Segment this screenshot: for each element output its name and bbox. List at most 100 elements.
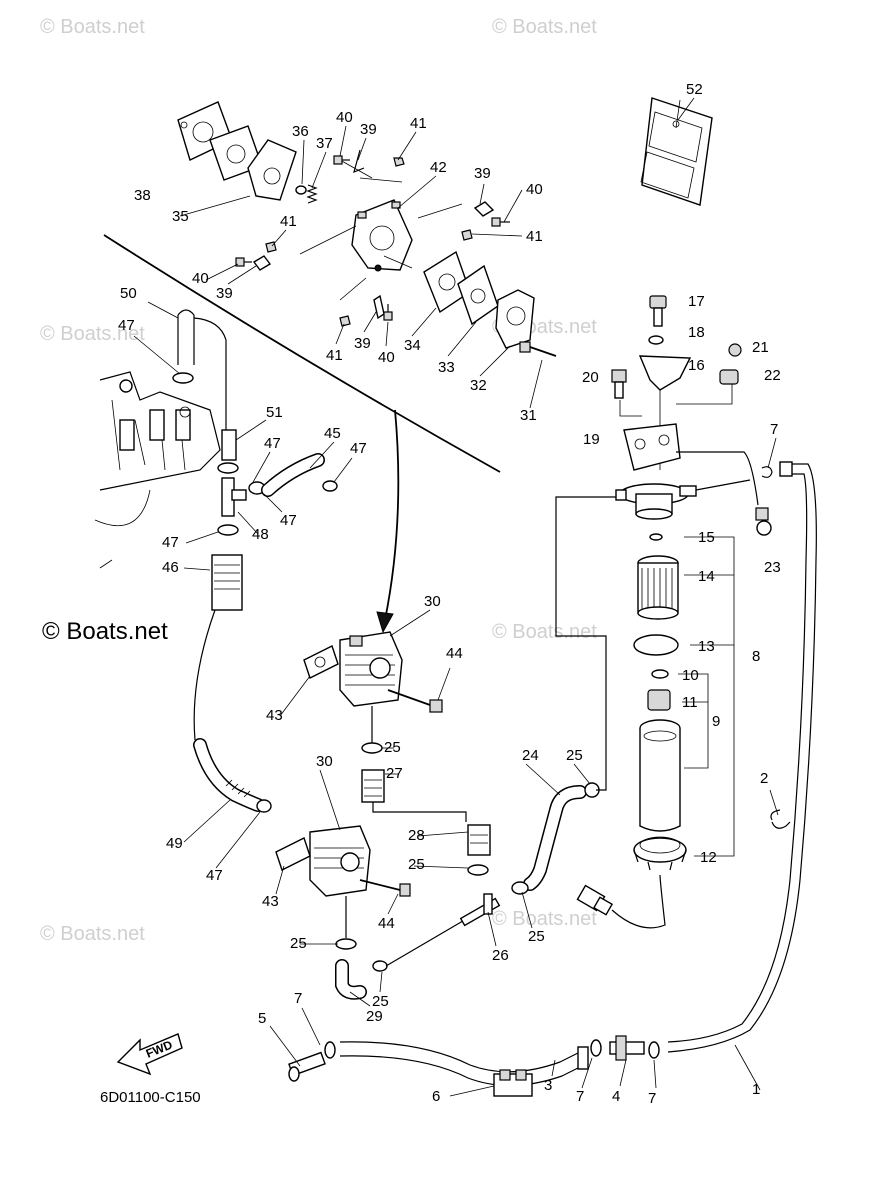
leader-line [263, 493, 283, 513]
callout-16: 16 [688, 357, 705, 374]
callout-4: 4 [612, 1088, 620, 1105]
part-29-hose [335, 959, 367, 1000]
leader-line [319, 769, 341, 831]
engine-block [94, 371, 221, 569]
leader-line [619, 1059, 627, 1087]
callout-6: 6 [432, 1088, 440, 1105]
leader-line [237, 511, 259, 535]
part-5-connector [288, 1051, 326, 1082]
part-12-cup-ring [633, 836, 687, 871]
callout-25: 25 [566, 747, 583, 764]
callout-33: 33 [438, 359, 455, 376]
hose-line [372, 802, 467, 822]
part-40-screw [333, 155, 350, 165]
callout-21: 21 [752, 339, 769, 356]
callouts: 1 2 3 4 5 6 7 7 7 7 8 9 10 11 12 13 14 1… [118, 81, 781, 1107]
bracket-9 [678, 673, 709, 769]
leader-line [339, 125, 347, 157]
leader-line [413, 865, 469, 869]
leader-line [411, 307, 437, 337]
leader-line [309, 441, 335, 469]
leader-line [437, 667, 451, 701]
part-44-bolt [387, 689, 443, 713]
watermarks: © Boats.net © Boats.net © Boats.net © Bo… [40, 16, 597, 945]
part-31-bolt [519, 341, 557, 357]
callout-47: 47 [280, 512, 297, 529]
part-39-clip [252, 255, 272, 271]
callout-32: 32 [470, 377, 487, 394]
leader-line [133, 335, 181, 375]
callout-43: 43 [266, 707, 283, 724]
part-2-clip [770, 809, 791, 829]
leader-line [301, 139, 305, 185]
leader-line [573, 763, 591, 785]
part-24-hose [523, 785, 587, 891]
callout-18: 18 [688, 324, 705, 341]
callout-25: 25 [384, 739, 401, 756]
part-45-hose [261, 453, 325, 497]
part-43-gasket [303, 645, 339, 679]
part-25-clamp [361, 742, 383, 754]
callout-37: 37 [316, 135, 333, 152]
part-28-hose [467, 824, 491, 856]
callout-7: 7 [576, 1088, 584, 1105]
leader-line [767, 437, 777, 469]
part-1-fuel-hose [667, 461, 817, 1053]
callout-20: 20 [582, 369, 599, 386]
callout-50: 50 [120, 285, 137, 302]
leader-line [734, 1044, 761, 1091]
leader [676, 451, 759, 506]
leader-line [147, 301, 179, 319]
watermark: © Boats.net [492, 16, 597, 38]
callout-39: 39 [216, 285, 233, 302]
leader-line [581, 1057, 593, 1089]
callout-41: 41 [280, 213, 297, 230]
leader-line [279, 675, 311, 717]
callout-15: 15 [698, 529, 715, 546]
part-41-nut [461, 229, 473, 241]
callout-41: 41 [326, 347, 343, 364]
callout-12: 12 [700, 849, 717, 866]
part-47-clamp [322, 480, 338, 492]
leader-line [389, 609, 431, 637]
callout-25: 25 [528, 928, 545, 945]
assembly-arrow [384, 409, 400, 621]
callout-42: 42 [430, 159, 447, 176]
part-7-clamp [590, 1039, 602, 1057]
diagram-code: 6D01100-C150 [100, 1089, 201, 1106]
callout-36: 36 [292, 123, 309, 140]
leader-line [551, 1059, 556, 1077]
leader-line [251, 451, 271, 485]
part-46-hose [211, 554, 243, 611]
part-15-o-ring [649, 533, 663, 541]
callout-17: 17 [688, 293, 705, 310]
leader-line [379, 971, 383, 993]
callout-22: 22 [764, 367, 781, 384]
callout-7: 7 [294, 990, 302, 1007]
part-47-clamp [217, 524, 239, 536]
part-47-clamp [172, 372, 194, 384]
part-25-clamp [335, 938, 357, 950]
leader-line [333, 457, 353, 483]
leader-line [397, 175, 437, 209]
callout-51: 51 [266, 404, 283, 421]
part-48-t-joint [221, 477, 247, 517]
hose-line [555, 496, 620, 791]
leader-line [227, 265, 257, 285]
callout-14: 14 [698, 568, 715, 585]
copyright-text: © Boats.net [42, 618, 168, 645]
part-39-clip [353, 149, 365, 174]
callout-30: 30 [316, 753, 333, 770]
leader-line [215, 811, 261, 869]
part-49-hose [193, 738, 265, 812]
part-32-pump-cover [495, 289, 535, 349]
part-27-hose [361, 769, 385, 803]
callout-39: 39 [474, 165, 491, 182]
leader-line [311, 151, 327, 189]
part-13-o-ring [633, 634, 679, 656]
leader-line [183, 567, 211, 571]
callout-39: 39 [354, 335, 371, 352]
callout-25: 25 [372, 993, 389, 1010]
part-21-plug [728, 343, 742, 357]
